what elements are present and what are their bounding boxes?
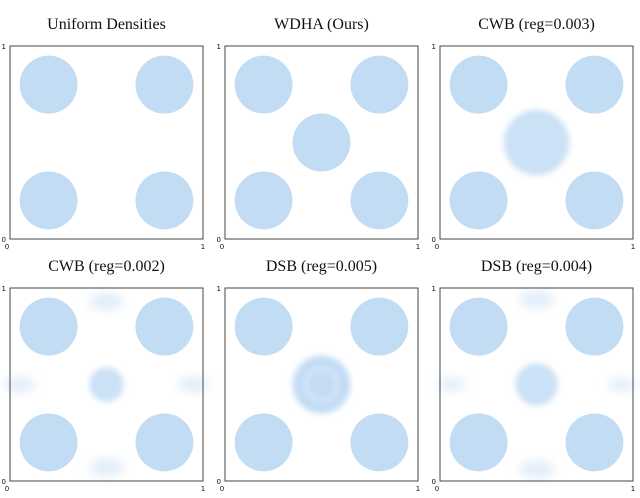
density-blob xyxy=(19,55,78,114)
y-tick-0: 0 xyxy=(432,478,436,486)
density-blob xyxy=(565,413,624,472)
density-blob xyxy=(565,171,624,230)
density-blob xyxy=(292,355,351,414)
x-tick-1: 1 xyxy=(416,243,420,251)
axes-frame xyxy=(439,287,634,482)
axes-frame xyxy=(9,45,204,240)
subplot-title: Uniform Densities xyxy=(47,16,166,33)
x-tick-1: 1 xyxy=(631,243,635,251)
density-blob xyxy=(607,377,635,392)
y-tick-0: 0 xyxy=(217,478,221,486)
density-blob xyxy=(4,376,36,393)
density-blob xyxy=(449,413,508,472)
density-blob xyxy=(89,458,124,477)
density-blob xyxy=(449,171,508,230)
x-tick-1: 1 xyxy=(201,243,205,251)
density-blob xyxy=(350,413,409,472)
density-blob xyxy=(292,113,351,172)
subplot: CWB (reg=0.003) 0 1 0 1 xyxy=(430,16,640,256)
y-tick-1: 1 xyxy=(432,43,436,51)
subplot: DSB (reg=0.005) 0 1 0 1 xyxy=(215,258,430,498)
x-tick-0: 0 xyxy=(435,485,439,493)
x-tick-0: 0 xyxy=(220,243,224,251)
density-blob xyxy=(449,297,508,356)
density-blob xyxy=(350,297,409,356)
axes-frame xyxy=(224,287,419,482)
x-tick-0: 0 xyxy=(435,243,439,251)
density-blob xyxy=(135,55,194,114)
density-blob xyxy=(135,171,194,230)
subplot-title: DSB (reg=0.004) xyxy=(480,258,593,275)
axes-frame xyxy=(439,45,634,240)
y-tick-0: 0 xyxy=(2,236,6,244)
axes-frame xyxy=(224,45,419,240)
y-tick-0: 0 xyxy=(432,236,436,244)
density-blob xyxy=(135,297,194,356)
subplot-title: WDHA (Ours) xyxy=(274,16,369,33)
subplot: WDHA (Ours) 0 1 0 1 xyxy=(215,16,430,256)
density-blob xyxy=(503,109,570,176)
density-blob xyxy=(234,55,293,114)
x-tick-1: 1 xyxy=(201,485,205,493)
density-blob xyxy=(234,413,293,472)
y-tick-1: 1 xyxy=(217,285,221,293)
density-blob xyxy=(350,55,409,114)
x-tick-1: 1 xyxy=(631,485,635,493)
subplot-title: CWB (reg=0.003) xyxy=(478,16,595,33)
subplot: DSB (reg=0.004) 0 1 0 1 xyxy=(430,258,640,498)
density-blob xyxy=(565,297,624,356)
x-tick-0: 0 xyxy=(5,485,9,493)
density-blob xyxy=(565,55,624,114)
subplot-title: DSB (reg=0.005) xyxy=(265,258,378,275)
density-blob xyxy=(438,377,466,392)
density-blob xyxy=(515,363,558,406)
density-blob xyxy=(519,460,554,479)
subplot: Uniform Densities 0 1 0 1 xyxy=(0,16,215,256)
density-blob xyxy=(350,171,409,230)
y-tick-1: 1 xyxy=(2,43,6,51)
y-tick-1: 1 xyxy=(217,43,221,51)
density-blob xyxy=(519,290,554,309)
subplot: CWB (reg=0.002) 0 1 0 1 xyxy=(0,258,215,498)
density-blob xyxy=(177,376,209,393)
y-tick-1: 1 xyxy=(432,285,436,293)
subplot-title: CWB (reg=0.002) xyxy=(48,258,165,275)
density-blob xyxy=(89,292,124,311)
density-blob xyxy=(135,413,194,472)
axes-frame xyxy=(9,287,204,482)
density-blob xyxy=(19,413,78,472)
x-tick-0: 0 xyxy=(5,243,9,251)
y-tick-1: 1 xyxy=(2,285,6,293)
density-blob xyxy=(89,367,124,402)
density-blob xyxy=(234,171,293,230)
density-blob xyxy=(19,297,78,356)
density-blob xyxy=(449,55,508,114)
x-tick-0: 0 xyxy=(220,485,224,493)
y-tick-0: 0 xyxy=(217,236,221,244)
y-tick-0: 0 xyxy=(2,478,6,486)
x-tick-1: 1 xyxy=(416,485,420,493)
density-blob xyxy=(234,297,293,356)
density-blob xyxy=(19,171,78,230)
